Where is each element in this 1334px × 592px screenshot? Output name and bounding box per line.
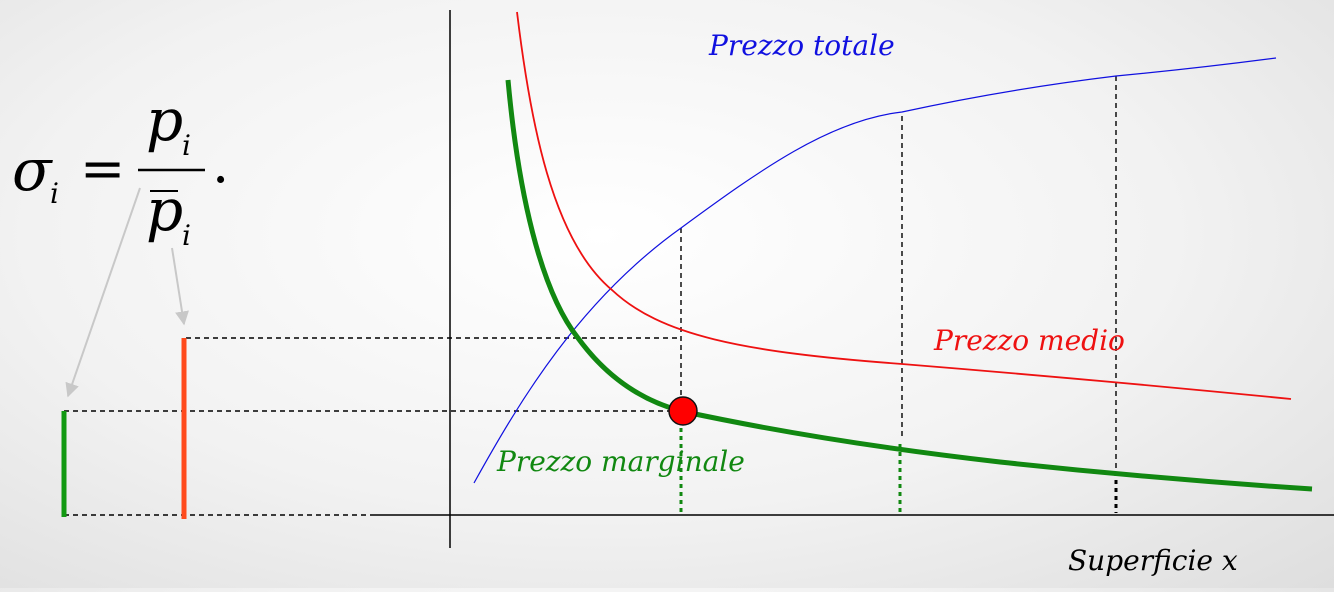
formula-sigma: σ: [12, 136, 53, 204]
formula-denominator: p: [146, 176, 183, 244]
formula-denominator-subscript: i: [182, 219, 191, 252]
marginal-price-label: Prezzo marginale: [496, 445, 745, 478]
formula-equals: =: [80, 137, 125, 200]
marginal-price-curve: [505, 79, 1313, 492]
formula-sigma-subscript: i: [50, 177, 59, 210]
formula: σ i = p i p i .: [12, 86, 229, 252]
formula-numerator: p: [146, 86, 183, 154]
average-price-curve: [516, 11, 1292, 400]
pointer-arrow-numerator: [65, 187, 141, 398]
marginal-dotted-lines: [679, 420, 902, 513]
marginal-point: [668, 396, 698, 426]
total-price-curve: [473, 57, 1277, 484]
total-price-label: Prezzo totale: [708, 29, 895, 62]
formula-numerator-subscript: i: [182, 129, 191, 162]
formula-period: .: [212, 132, 229, 195]
average-price-label: Prezzo medio: [933, 324, 1125, 357]
guide-lines: [64, 76, 1117, 516]
pointer-arrow-denominator: [171, 247, 189, 326]
x-axis-label: Superficie x: [1068, 544, 1238, 577]
